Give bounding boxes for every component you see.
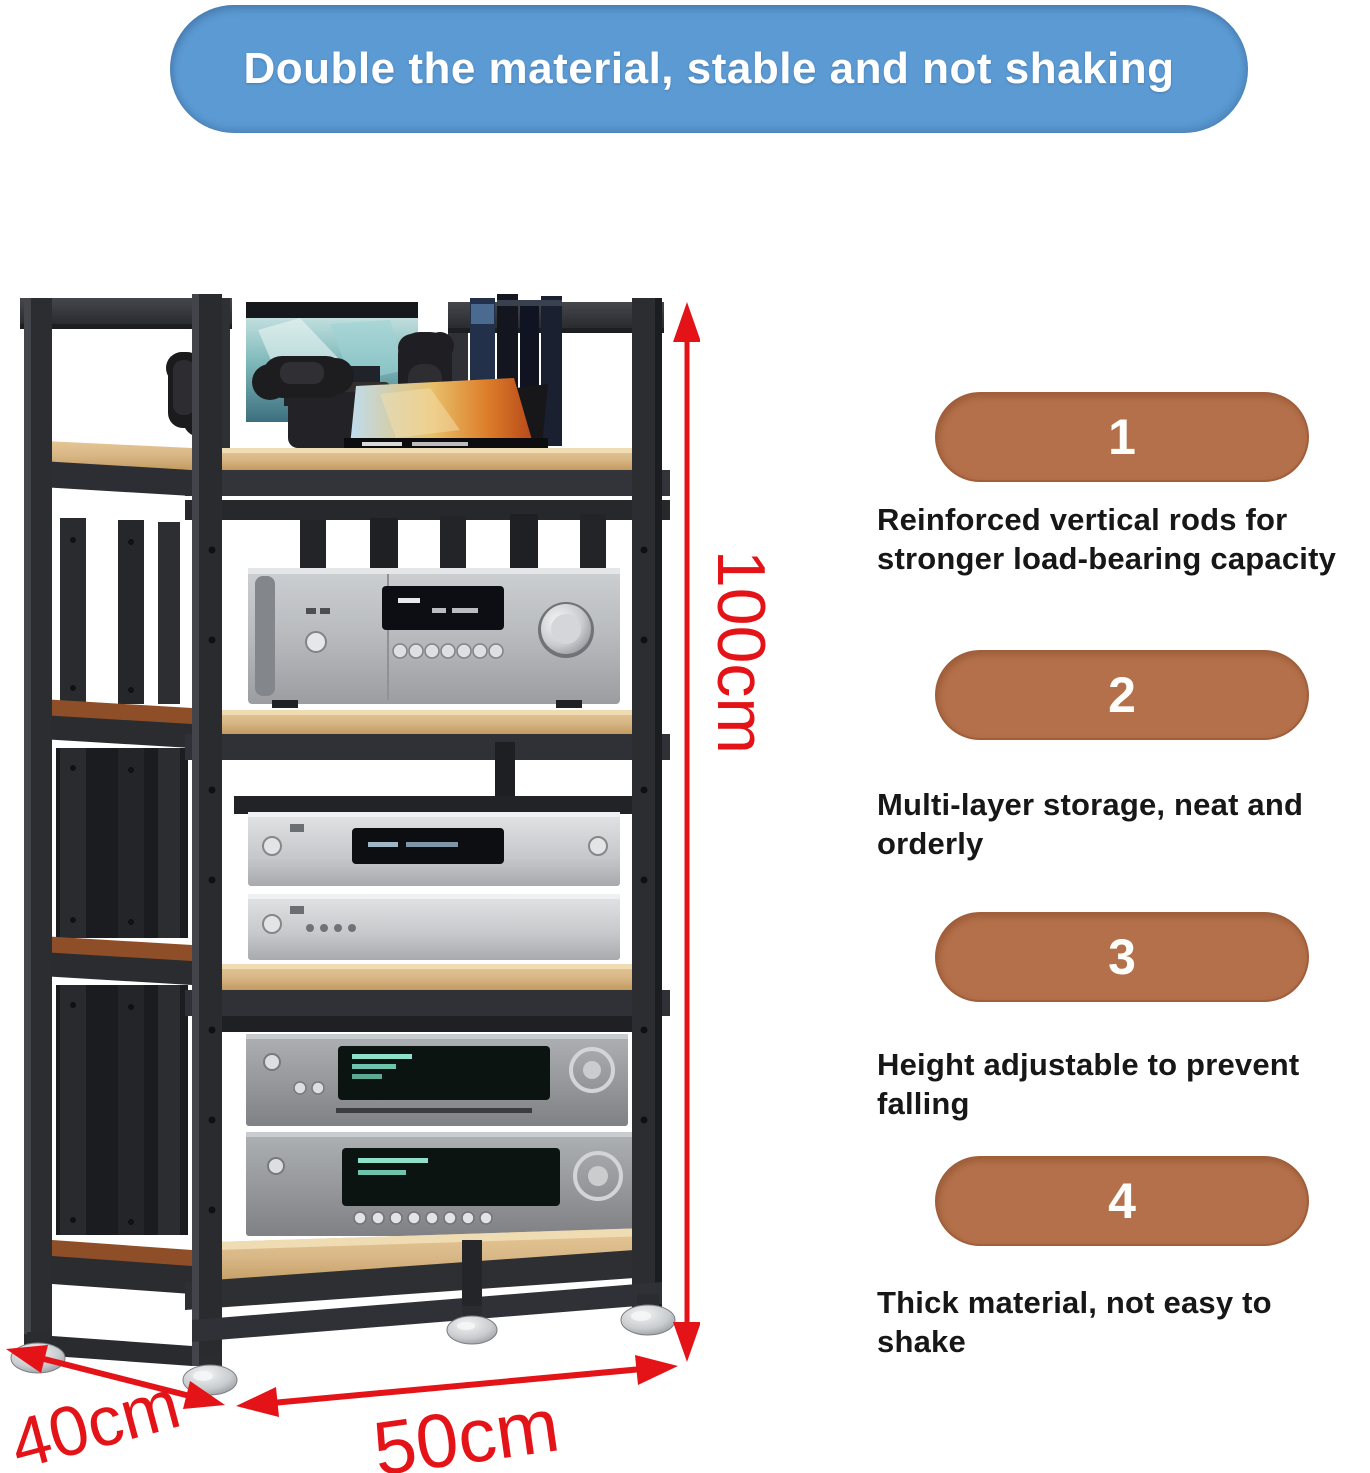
feature-1-number: 1 [1108,409,1136,465]
feature-1-description: Reinforced vertical rods for stronger lo… [877,502,1337,576]
feature-2-number: 2 [1108,667,1136,723]
shelf-2 [185,710,670,760]
product-photo-audio-rack [6,294,700,1417]
width-dimension-arrow [236,1355,678,1417]
promo-banner: Double the material, stable and not shak… [170,5,1248,133]
feature-1-badge: 1 [935,392,1309,482]
bottom-shelf [185,1228,662,1310]
amplifier [248,514,620,708]
feature-2-description: Multi-layer storage, neat and orderly [877,787,1304,861]
game-controller-left [252,356,354,400]
av-receivers [246,1034,632,1236]
feature-4-number: 4 [1108,1173,1136,1229]
promo-banner-title: Double the material, stable and not shak… [243,44,1175,93]
feature-3-badge: 3 [935,912,1309,1002]
top-shelf-items [166,294,562,451]
height-dimension-arrow [673,302,700,1362]
shelf-3 [185,964,670,1032]
depth-dimension-arrow [6,1345,225,1409]
frame-posts [24,294,662,1366]
feature-3-description: Height adjustable to prevent falling [877,1047,1300,1121]
feature-4-badge: 4 [935,1156,1309,1246]
height-dimension-label: 100cm [703,549,779,755]
bluray-case [344,378,548,451]
left-side-slats [24,518,221,1294]
feature-4-description: Thick material, not easy to shake [877,1285,1272,1359]
feature-2-badge: 2 [935,650,1309,740]
top-shelf [24,440,670,520]
feature-3-number: 3 [1108,929,1136,985]
slim-units [234,742,634,960]
